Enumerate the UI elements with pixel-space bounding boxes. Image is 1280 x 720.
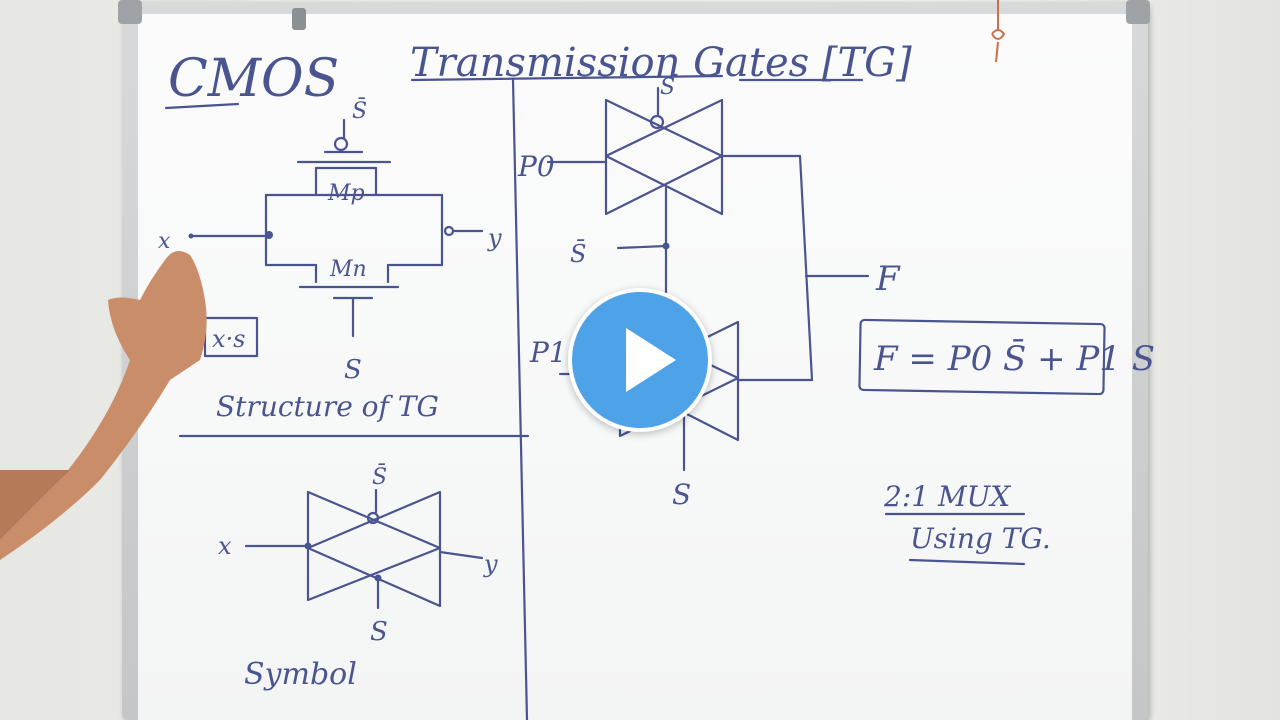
structure-s-label: S: [344, 355, 362, 385]
symbol-caption: Symbol: [244, 657, 357, 692]
mux-p1-label: P1: [529, 336, 567, 369]
structure-x-label: x: [158, 229, 171, 254]
structure-mp-label: Mp: [327, 181, 365, 206]
play-icon[interactable]: [626, 328, 676, 392]
mux-f-label: F: [875, 259, 901, 299]
hanging-string: [991, 0, 1006, 63]
mux-equation-box: [858, 318, 1106, 396]
mux-sbar-label: S̄: [570, 240, 586, 268]
marker-tray-peg: [292, 8, 306, 30]
mux-p0-label: P0: [517, 150, 555, 183]
symbol-x-label: x: [218, 532, 232, 560]
mux-s-top-label: S: [660, 75, 675, 100]
structure-mn-label: Mn: [329, 257, 367, 282]
title-underline: [410, 74, 724, 82]
vertical-divider: [511, 78, 529, 720]
structure-boxed-term-text: x·s: [212, 325, 245, 353]
tg-structure-diagram: S̄ Mp Mn x y S x·s Structure of TG: [158, 97, 502, 423]
structure-sbar-label: S̄: [352, 97, 367, 124]
tg-symbol-diagram: S̄ x y S Symbol: [218, 463, 498, 692]
symbol-y-label: y: [483, 550, 498, 578]
symbol-sbar-label: S̄: [372, 463, 387, 490]
symbol-s-label: S: [370, 617, 388, 647]
mux-caption-line1: 2:1 MUX: [883, 480, 1011, 513]
title-cmos-underline: [164, 102, 240, 110]
structure-caption: Structure of TG: [216, 390, 439, 423]
frame-corner-top-left: [118, 0, 142, 24]
mux-caption-line2: Using TG.: [910, 522, 1051, 555]
frame-corner-top-right: [1126, 0, 1150, 24]
structure-y-label: y: [487, 224, 502, 252]
title-cmos: CMOS: [168, 49, 339, 109]
presenter-hand: [0, 251, 207, 560]
video-play-button[interactable]: [568, 288, 712, 432]
mux-equation: F = P0 S̄ + P1 S: [873, 338, 1155, 379]
mux-diagram: S P0 S̄ P1 S F F = P0 S̄ + P1 S 2:1 MUX …: [517, 75, 1155, 566]
mux-s-bottom-label: S: [672, 478, 691, 511]
